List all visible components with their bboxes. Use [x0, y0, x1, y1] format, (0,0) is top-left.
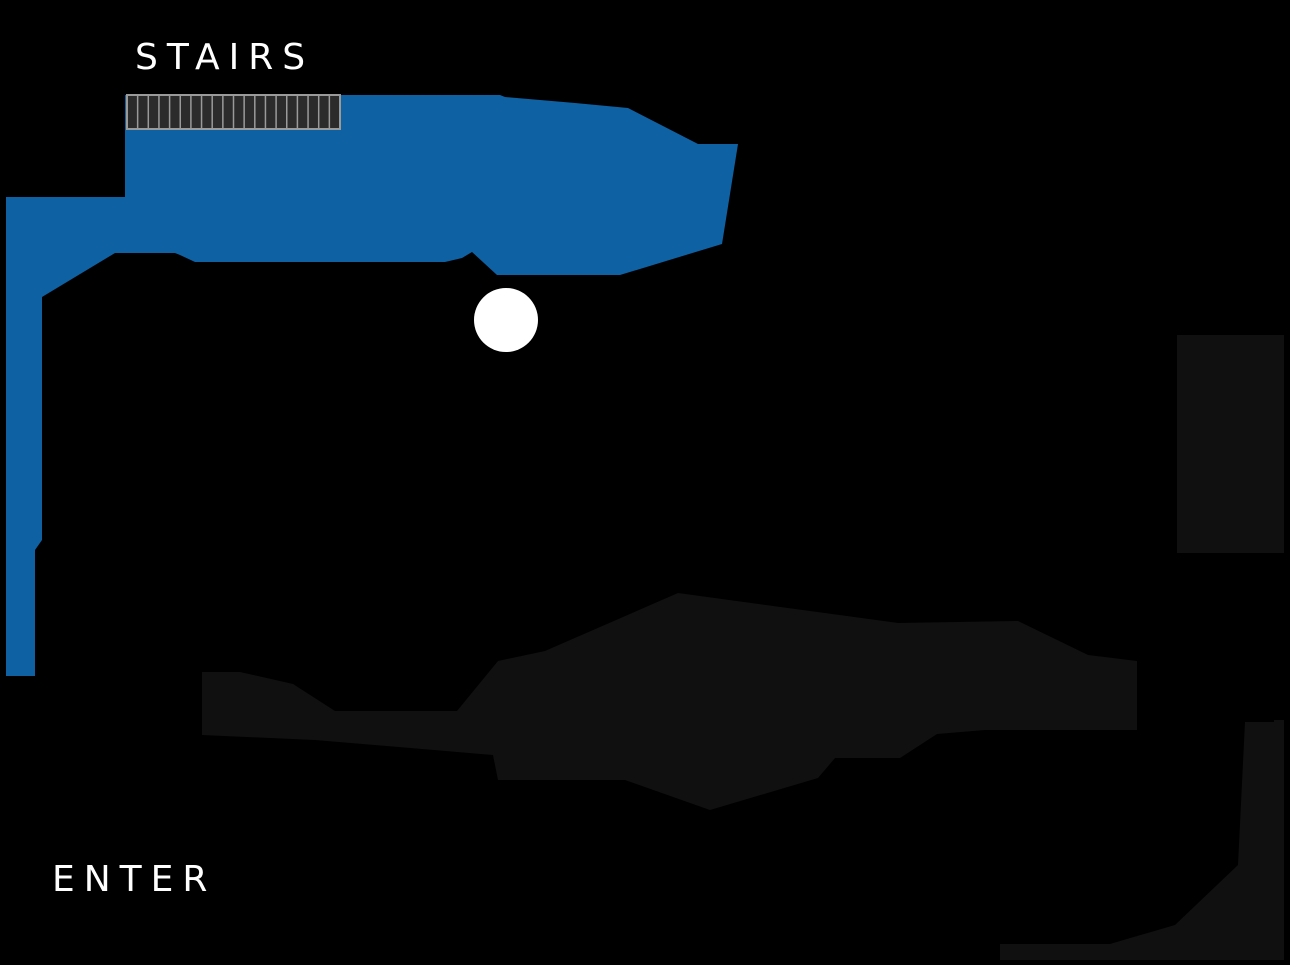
player-marker-icon	[474, 288, 538, 352]
lit-region	[6, 95, 738, 676]
dark-region-right-lower	[1000, 553, 1284, 960]
stairs-icon[interactable]	[126, 94, 341, 130]
dark-region-center	[202, 593, 1137, 810]
dark-region-right-upper	[1177, 335, 1284, 553]
enter-label: ENTER	[52, 859, 217, 900]
stairs-label: STAIRS	[135, 37, 315, 78]
